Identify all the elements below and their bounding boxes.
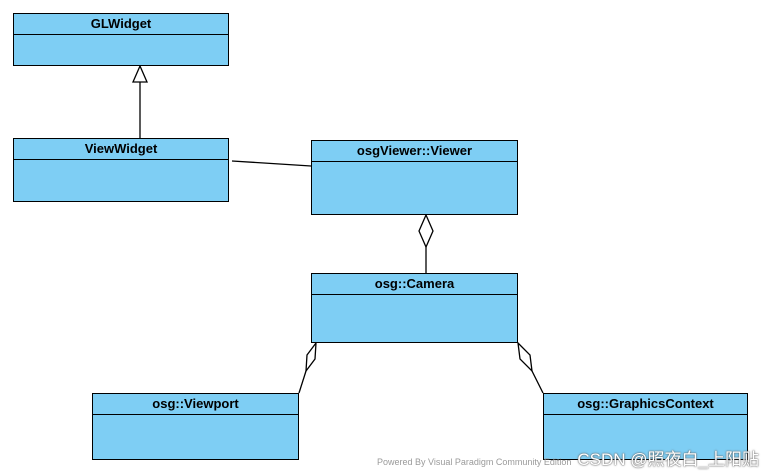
aggregation-diamond-graphics-context: [517, 341, 533, 373]
class-name: osg::Viewport: [93, 394, 298, 415]
class-glwidget[interactable]: GLWidget: [13, 13, 229, 66]
class-osg-graphics-context[interactable]: osg::GraphicsContext: [543, 393, 748, 460]
class-viewwidget[interactable]: ViewWidget: [13, 138, 229, 202]
csdn-watermark-text: CSDN @照夜白_上阳贴: [577, 450, 759, 469]
class-osgviewer-viewer[interactable]: osgViewer::Viewer: [311, 140, 518, 215]
class-name: osgViewer::Viewer: [312, 141, 517, 162]
aggregation-diamond-viewport: [305, 340, 317, 374]
aggregation-line-camera-viewport: [298, 370, 307, 394]
class-name: ViewWidget: [14, 139, 228, 160]
class-name: osg::Camera: [312, 274, 517, 295]
watermark: Powered By Visual Paradigm Community Edi…: [377, 445, 759, 470]
class-name: GLWidget: [14, 14, 228, 35]
class-osg-viewport[interactable]: osg::Viewport: [92, 393, 299, 460]
generalization-arrowhead: [132, 64, 148, 83]
association-line: [231, 160, 312, 167]
aggregation-diamond-viewer: [418, 213, 434, 249]
class-name: osg::GraphicsContext: [544, 394, 747, 415]
aggregation-line-camera-graphics-context: [531, 370, 544, 394]
powered-by-text: Powered By Visual Paradigm Community Edi…: [376, 457, 572, 467]
class-osg-camera[interactable]: osg::Camera: [311, 273, 518, 343]
